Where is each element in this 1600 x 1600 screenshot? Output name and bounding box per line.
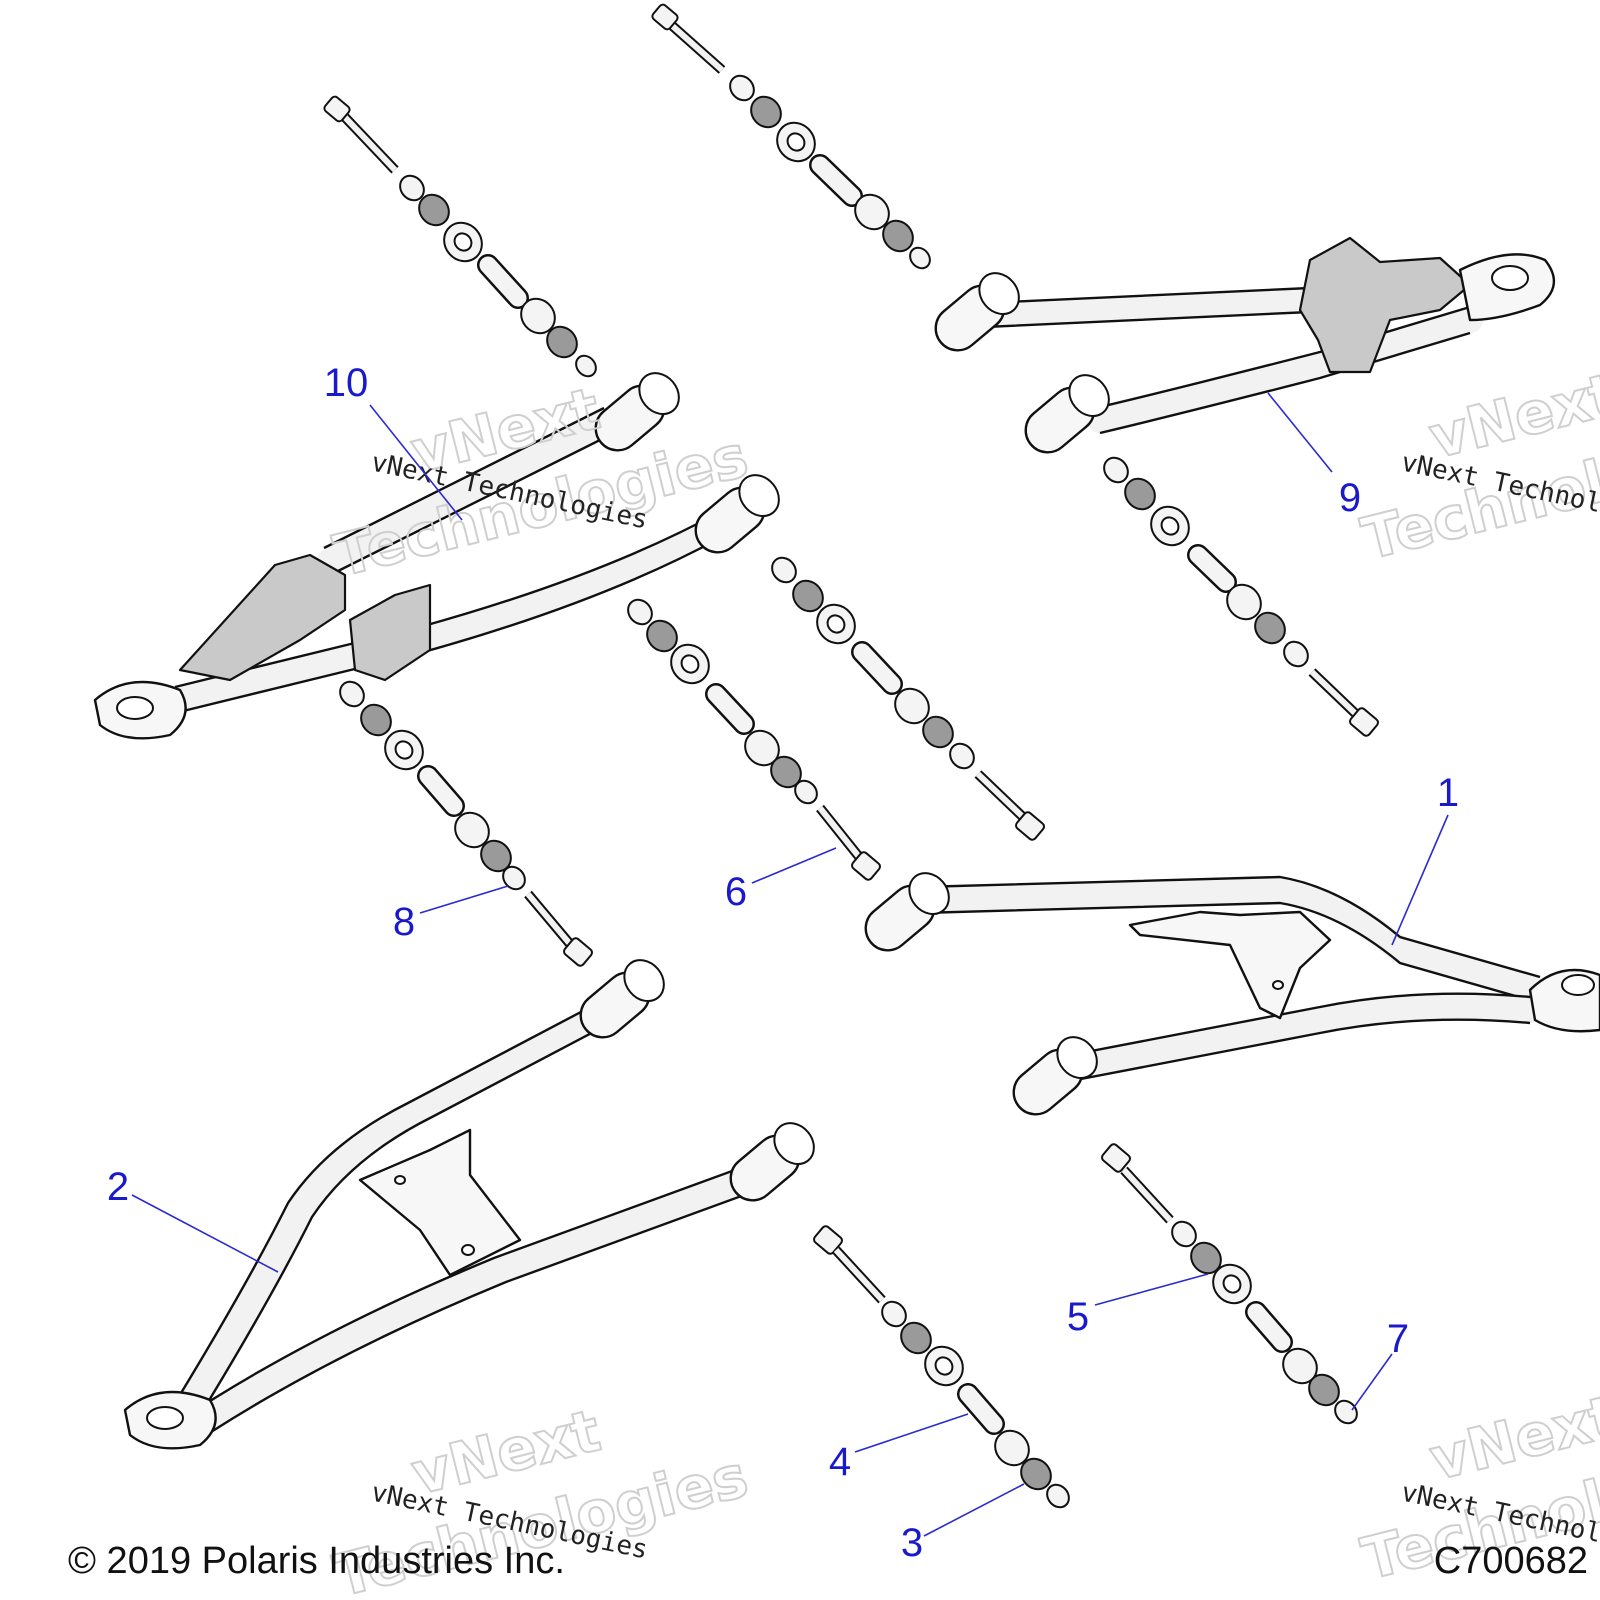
callout-7: 7 <box>1387 1317 1409 1361</box>
leader-8 <box>419 885 509 914</box>
control-arm-upper-right <box>934 236 1555 454</box>
callout-4: 4 <box>829 1440 851 1484</box>
control-arm-middle-right <box>864 872 1600 1116</box>
callout-8: 8 <box>393 900 415 944</box>
hardware-stack-center-upper <box>771 556 1045 841</box>
callout-6: 6 <box>725 870 747 914</box>
hardware-stack-left <box>339 680 593 967</box>
hardware-stack-right-upper <box>1103 456 1379 737</box>
leader-5 <box>1094 1273 1209 1306</box>
leader-9 <box>1267 392 1333 473</box>
copyright-text: © 2019 Polaris Industries Inc. <box>68 1540 565 1582</box>
hardware-stack-top-left <box>323 95 597 378</box>
leader-7 <box>1351 1353 1393 1411</box>
callout-2: 2 <box>107 1165 129 1209</box>
hardware-stack-top-center <box>651 3 931 270</box>
hardware-stack-bottom-right <box>1101 1143 1358 1425</box>
hardware-stack-center <box>627 598 881 881</box>
leader-10 <box>369 404 463 521</box>
leader-6 <box>751 847 837 884</box>
callout-5: 5 <box>1067 1295 1089 1339</box>
callout-3: 3 <box>901 1521 923 1565</box>
control-arm-upper-left <box>93 372 780 740</box>
leader-1 <box>1391 814 1449 946</box>
drawing-number: C700682 <box>1434 1540 1588 1582</box>
leader-4 <box>854 1413 969 1453</box>
callout-10: 10 <box>324 361 369 405</box>
callout-1: 1 <box>1437 771 1459 815</box>
control-arm-lower-left <box>123 959 815 1450</box>
hardware-stack-bottom-center <box>813 1225 1070 1509</box>
leader-3 <box>923 1483 1025 1537</box>
leader-2 <box>131 1194 279 1273</box>
callout-9: 9 <box>1339 476 1361 520</box>
